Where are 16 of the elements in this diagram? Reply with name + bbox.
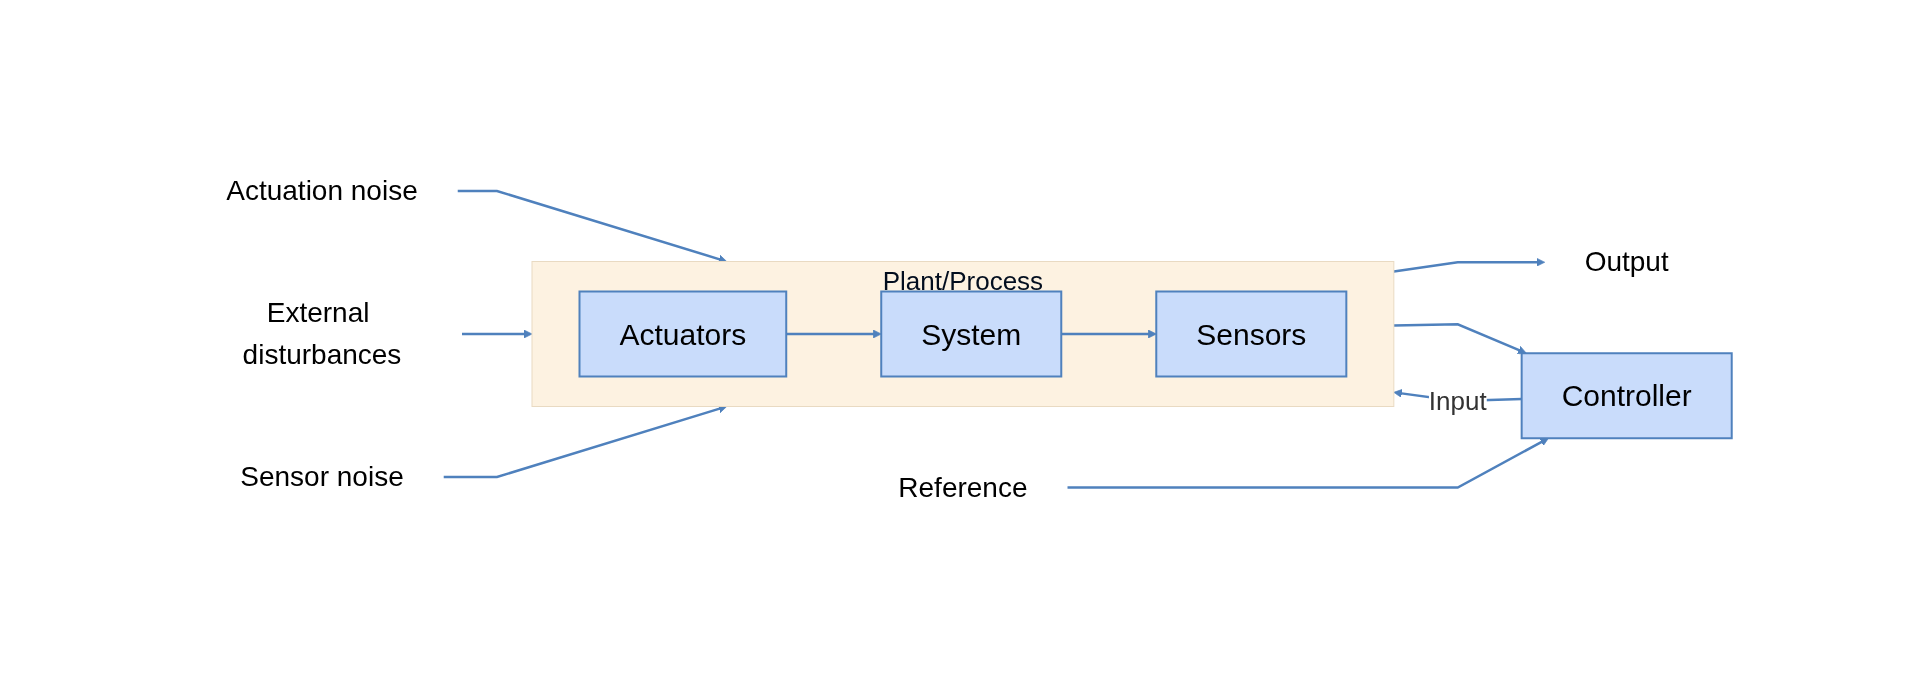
node-text: Actuation noise (226, 174, 418, 206)
node-box: Sensors (1155, 290, 1348, 378)
arrow (786, 329, 882, 339)
node-box: System (880, 290, 1063, 378)
node-box: Actuators (578, 290, 788, 378)
arrow (462, 329, 533, 339)
edge-label: Input (1428, 385, 1487, 416)
arrow (1061, 329, 1157, 339)
node-text: Output (1584, 246, 1669, 277)
arrow (1393, 322, 1527, 354)
arrow (1067, 437, 1549, 489)
node-box: Controller (1520, 352, 1733, 439)
node-text: Reference (898, 471, 1028, 503)
arrow (1393, 257, 1546, 273)
node-text: Sensor noise (240, 460, 404, 492)
node-text: External disturbances (242, 296, 402, 370)
